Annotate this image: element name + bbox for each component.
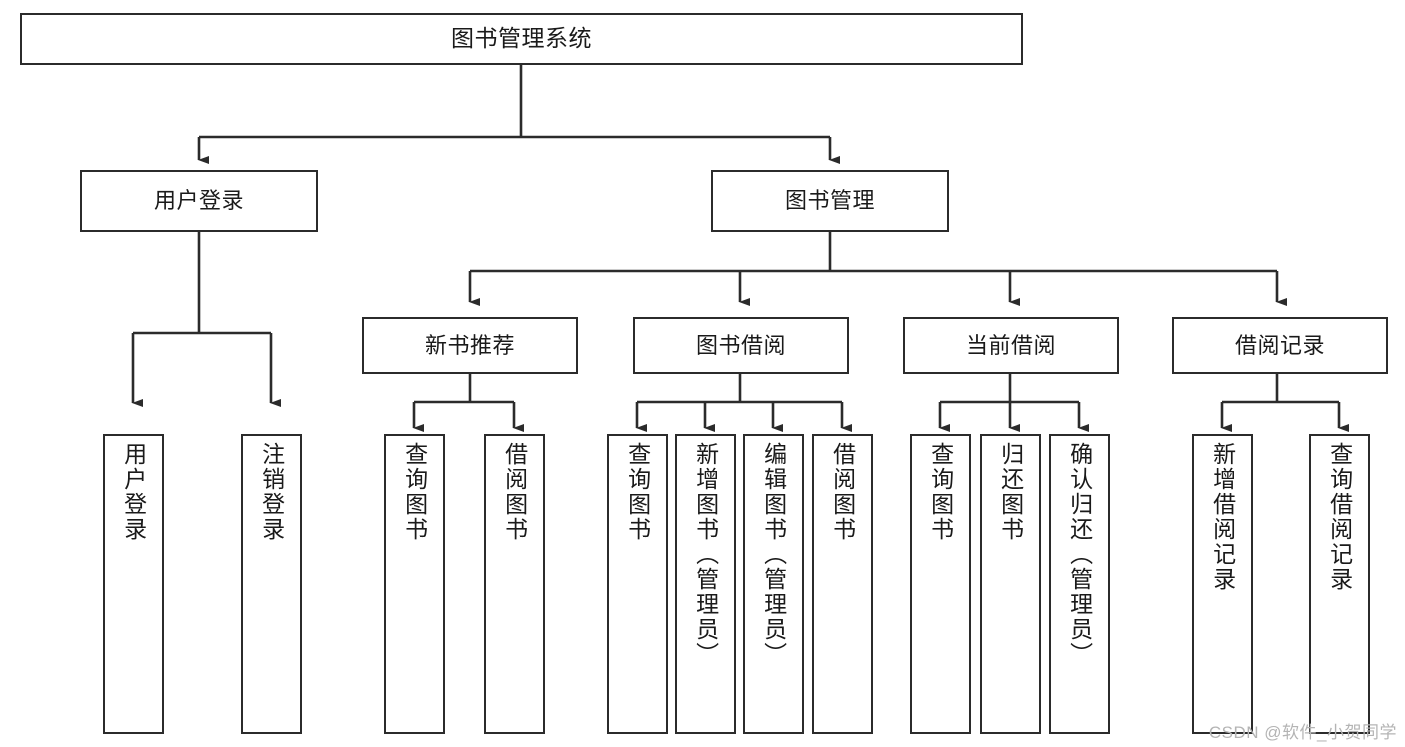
leaf-confirm-return-admin[interactable]: 确认归还（管理员） [1049,434,1110,734]
leaf-borrow-book[interactable]: 借阅图书 [812,434,873,734]
node-new-book-recommend[interactable]: 新书推荐 [362,317,578,374]
node-label: 图书管理系统 [451,25,592,52]
node-label: 借阅记录 [1234,332,1325,358]
node-label: 确认归还（管理员） [1066,442,1093,667]
node-label: 查询图书 [624,442,651,542]
leaf-borrow-query-book[interactable]: 查询图书 [607,434,668,734]
node-label: 查询图书 [927,442,954,542]
node-label: 图书管理 [784,188,875,214]
csdn-watermark: CSDN @软件_小贺同学 [1208,723,1397,742]
leaf-add-borrow-record[interactable]: 新增借阅记录 [1192,434,1253,734]
node-label: 用户登录 [120,442,147,542]
node-label: 用户登录 [153,188,244,214]
leaf-return-book[interactable]: 归还图书 [980,434,1041,734]
leaf-edit-book-admin[interactable]: 编辑图书（管理员） [743,434,804,734]
leaf-logout[interactable]: 注销登录 [241,434,302,734]
leaf-user-login[interactable]: 用户登录 [103,434,164,734]
leaf-query-borrow-record[interactable]: 查询借阅记录 [1309,434,1370,734]
node-label: 注销登录 [258,442,285,542]
node-label: 借阅图书 [829,442,856,542]
leaf-new-book-query[interactable]: 查询图书 [384,434,445,734]
node-user-login[interactable]: 用户登录 [80,170,318,232]
node-label: 新书推荐 [424,332,515,358]
node-label: 图书借阅 [695,332,786,358]
node-label: 查询借阅记录 [1326,442,1353,592]
node-label: 查询图书 [401,442,428,542]
node-label: 借阅图书 [501,442,528,542]
node-label: 当前借阅 [965,332,1056,358]
leaf-new-book-borrow[interactable]: 借阅图书 [484,434,545,734]
leaf-add-book-admin[interactable]: 新增图书（管理员） [675,434,736,734]
node-label: 新增借阅记录 [1209,442,1236,592]
node-book-management[interactable]: 图书管理 [711,170,949,232]
node-label: 归还图书 [997,442,1024,542]
node-label: 编辑图书（管理员） [760,442,787,667]
node-borrow-record[interactable]: 借阅记录 [1172,317,1388,374]
node-book-borrow[interactable]: 图书借阅 [633,317,849,374]
node-current-borrow[interactable]: 当前借阅 [903,317,1119,374]
leaf-current-query-book[interactable]: 查询图书 [910,434,971,734]
node-root-book-management-system[interactable]: 图书管理系统 [20,13,1023,65]
node-label: 新增图书（管理员） [692,442,719,667]
